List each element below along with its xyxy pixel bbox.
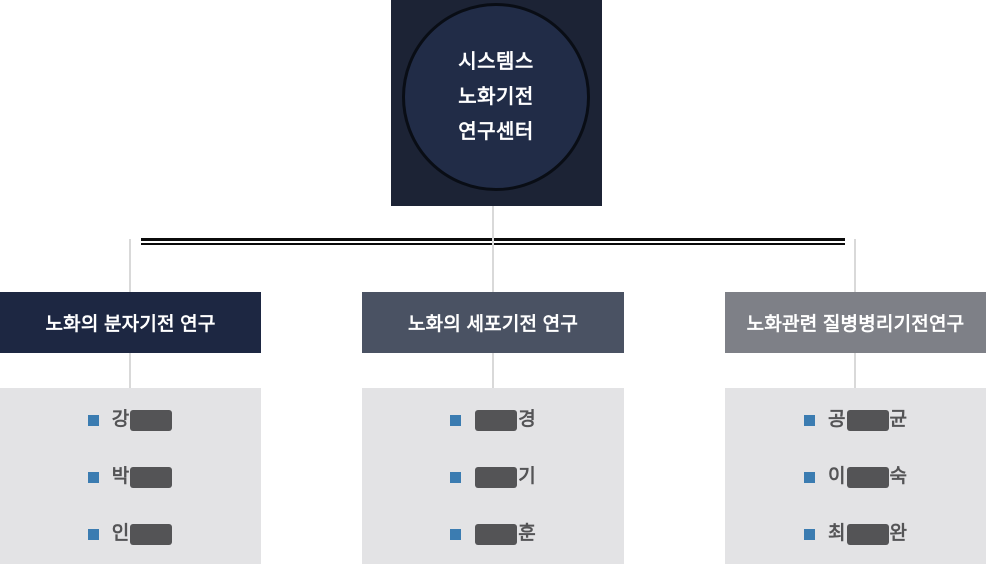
member-row: 경	[450, 405, 536, 435]
branch-title-box: 노화의 분자기전 연구	[0, 292, 261, 353]
member-name: 공 균	[828, 409, 907, 431]
bullet-square-icon	[87, 471, 99, 483]
member-name-prefix: 공	[828, 409, 846, 430]
member-row: 기	[450, 462, 536, 492]
member-row: 공 균	[804, 405, 907, 435]
member-name-prefix: 최	[828, 523, 846, 544]
member-name-prefix: 이	[828, 466, 846, 487]
member-name-prefix: 강	[111, 409, 130, 430]
bullet-square-icon	[804, 528, 816, 540]
member-name: 기	[474, 466, 536, 488]
member-name: 이 숙	[828, 466, 907, 488]
member-name-prefix: 박	[111, 466, 130, 487]
redaction-blob	[846, 409, 889, 431]
member-name-suffix: 균	[889, 409, 907, 430]
connector-vertical-right	[854, 239, 856, 292]
member-name: 경	[474, 409, 536, 431]
root-title-line: 시스템스	[458, 50, 534, 73]
member-name: 강	[112, 409, 173, 431]
member-name-suffix: 경	[518, 409, 536, 430]
branch-cellular-mechanism: 노화의 세포기전 연구 경 기	[362, 292, 624, 564]
member-row: 강	[87, 405, 173, 435]
member-name: 인	[112, 523, 173, 545]
member-list-panel: 강 박 인	[0, 388, 261, 564]
member-row: 인	[87, 519, 173, 549]
bullet-square-icon	[804, 414, 816, 426]
redaction-blob	[475, 523, 518, 545]
branch-disease-pathology: 노화관련 질병병리기전연구 공 균 이 숙	[725, 292, 986, 564]
branch-title: 노화의 세포기전 연구	[407, 314, 579, 335]
root-node-square: 시스템스 노화기전 연구센터	[391, 0, 602, 206]
member-name-prefix: 인	[111, 523, 130, 544]
member-row: 최 완	[804, 519, 907, 549]
connector-vertical-left	[129, 239, 131, 292]
member-row: 이 숙	[804, 462, 907, 492]
redaction-blob	[846, 466, 889, 488]
member-name-suffix: 완	[889, 523, 907, 544]
root-title-line: 연구센터	[458, 120, 534, 143]
redaction-blob	[130, 466, 173, 488]
redaction-blob	[130, 409, 173, 431]
root-node-circle: 시스템스 노화기전 연구센터	[402, 3, 590, 191]
branch-title: 노화의 분자기전 연구	[45, 314, 216, 335]
branch-title: 노화관련 질병병리기전연구	[746, 314, 965, 335]
member-name: 최 완	[828, 523, 907, 545]
member-name-suffix: 숙	[889, 466, 907, 487]
root-title-line: 노화기전	[458, 85, 534, 108]
branch-title-box: 노화관련 질병병리기전연구	[725, 292, 986, 353]
member-row: 박	[87, 462, 173, 492]
redaction-blob	[475, 466, 518, 488]
member-name: 박	[112, 466, 173, 488]
member-name-suffix: 기	[518, 466, 536, 487]
bullet-square-icon	[450, 414, 462, 426]
branch-molecular-mechanism: 노화의 분자기전 연구 강 박	[0, 292, 261, 564]
member-name: 훈	[474, 523, 536, 545]
member-row: 훈	[450, 519, 536, 549]
bullet-square-icon	[87, 528, 99, 540]
bullet-square-icon	[87, 414, 99, 426]
bullet-square-icon	[804, 471, 816, 483]
redaction-blob	[475, 409, 518, 431]
member-name-suffix: 훈	[518, 523, 536, 544]
member-list-panel: 공 균 이 숙 최 완	[725, 388, 986, 564]
redaction-blob	[846, 523, 889, 545]
branch-title-box: 노화의 세포기전 연구	[362, 292, 624, 353]
connector-box-to-panel-center	[492, 353, 494, 388]
connector-box-to-panel-right	[854, 353, 856, 388]
connector-vertical-center	[492, 206, 494, 292]
redaction-blob	[130, 523, 173, 545]
member-list-panel: 경 기 훈	[362, 388, 624, 564]
bullet-square-icon	[450, 471, 462, 483]
bullet-square-icon	[450, 528, 462, 540]
connector-box-to-panel-left	[129, 353, 131, 388]
